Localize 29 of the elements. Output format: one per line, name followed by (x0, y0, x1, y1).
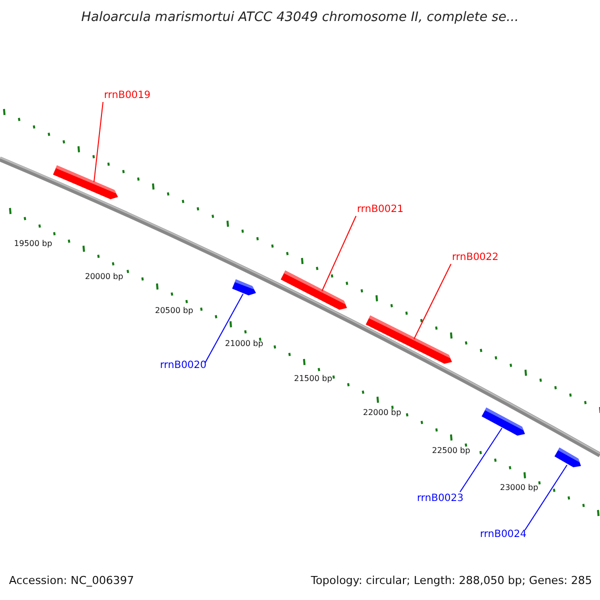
leader-line (322, 216, 356, 292)
leader-line (204, 294, 244, 364)
gene-label: rrnB0022 (452, 252, 499, 263)
summary-note: Topology: circular; Length: 288,050 bp; Genes: 285 (310, 574, 592, 588)
scale-label: 21500 bp (294, 373, 332, 384)
gene-label: rrnB0024 (480, 529, 527, 540)
scale-label: 20000 bp (85, 271, 124, 282)
gene-bar (482, 408, 525, 436)
scale-label: 20500 bp (155, 305, 194, 316)
gene-label: rrnB0021 (357, 204, 404, 215)
gene-bar (366, 316, 452, 364)
gene-bar (280, 270, 347, 310)
leader-line (94, 102, 104, 182)
gene-label: rrnB0020 (160, 360, 207, 371)
leader-line (524, 464, 568, 530)
gene-bar (232, 279, 256, 296)
title: Haloarcula marismortui ATCC 43049 chromosome II, complete se... (80, 10, 520, 26)
scale-label: 19500 bp (14, 238, 52, 249)
gene-bar (554, 448, 581, 468)
gene-bar (53, 165, 118, 200)
scale-label: 23000 bp (500, 482, 538, 493)
accession-note: Accession: NC_006397 (9, 574, 134, 588)
scale-label: 22000 bp (363, 407, 402, 418)
scale-label: 22500 bp (432, 445, 470, 456)
leader-line (414, 264, 452, 340)
scale-label: 21000 bp (225, 338, 264, 349)
gene-label: rrnB0023 (417, 493, 464, 504)
gene-label: rrnB0019 (104, 90, 151, 101)
leader-line (460, 428, 502, 492)
